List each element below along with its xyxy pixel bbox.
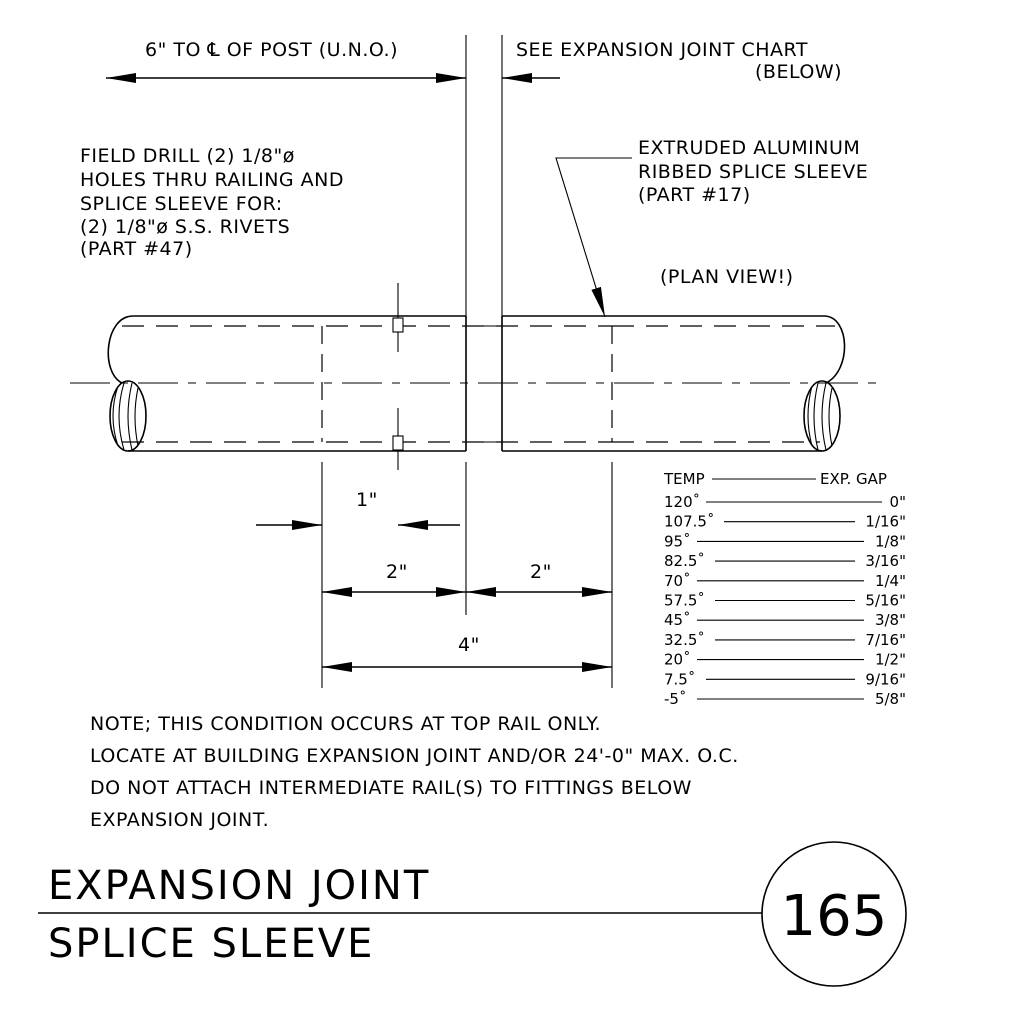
note-line: LOCATE AT BUILDING EXPANSION JOINT AND/O… xyxy=(90,745,739,767)
right-rail-top-edge xyxy=(502,315,846,384)
chart-header-temp: TEMP xyxy=(663,470,705,488)
chart-row-temp: 107.5˚ xyxy=(664,513,714,531)
chart-row-temp: 20˚ xyxy=(664,651,691,669)
chart-row-gap: 3/8" xyxy=(875,611,906,629)
sleeve-callout: EXTRUDED ALUMINUM RIBBED SPLICE SLEEVE (… xyxy=(555,137,868,318)
drill-callout-line: (2) 1/8"ø S.S. RIVETS xyxy=(80,216,290,238)
drill-callout: FIELD DRILL (2) 1/8"ø HOLES THRU RAILING… xyxy=(80,145,344,260)
detail-title-line-2: SPLICE SLEEVE xyxy=(48,921,374,967)
rivet-bottom xyxy=(392,435,404,451)
top-left-dimension-label: 6" TO ℄ OF POST (U.N.O.) xyxy=(145,39,398,61)
left-rail-break-section xyxy=(109,380,147,452)
railing-plan-view xyxy=(70,283,880,470)
right-rail-section-hatch xyxy=(807,382,833,451)
chart-row-gap: 7/16" xyxy=(865,631,906,649)
chart-row-gap: 1/4" xyxy=(875,572,906,590)
sleeve-callout-line: RIBBED SPLICE SLEEVE xyxy=(638,161,868,183)
detail-number: 165 xyxy=(781,884,888,949)
note-line: DO NOT ATTACH INTERMEDIATE RAIL(S) TO FI… xyxy=(90,777,692,799)
right-rail-break-section xyxy=(803,380,841,452)
top-right-dimension-label: SEE EXPANSION JOINT CHART xyxy=(516,39,808,61)
bottom-dimensions: 1" 2" 2" 4" xyxy=(256,462,613,688)
drill-callout-line: (PART #47) xyxy=(80,238,193,260)
title-block: EXPANSION JOINT SPLICE SLEEVE 165 xyxy=(38,841,907,987)
general-notes: NOTE; THIS CONDITION OCCURS AT TOP RAIL … xyxy=(90,713,739,831)
chart-row-temp: 82.5˚ xyxy=(664,552,705,570)
dimension-2in-left-label: 2" xyxy=(386,561,408,583)
chart-row-gap: 0" xyxy=(890,493,906,511)
chart-row-gap: 3/16" xyxy=(865,552,906,570)
drill-callout-line: SPLICE SLEEVE FOR: xyxy=(80,193,283,215)
dimension-4in-label: 4" xyxy=(458,634,480,656)
detail-number-bubble xyxy=(761,841,907,987)
chart-row-temp: 120˚ xyxy=(664,493,700,511)
dimension-1in-label: 1" xyxy=(356,489,378,511)
drill-callout-line: FIELD DRILL (2) 1/8"ø xyxy=(80,145,295,167)
expansion-joint-chart: TEMP EXP. GAP 120˚ 0" 107.5˚ 1/16" 95˚ 1/8" 82… xyxy=(663,470,906,708)
chart-row-temp: 70˚ xyxy=(664,572,691,590)
chart-header-gap: EXP. GAP xyxy=(820,470,887,488)
chart-row-gap: 5/16" xyxy=(865,592,906,610)
sleeve-callout-line: (PART #17) xyxy=(638,184,751,206)
chart-row-gap: 5/8" xyxy=(875,690,906,708)
note-line: EXPANSION JOINT. xyxy=(90,809,269,831)
note-line: NOTE; THIS CONDITION OCCURS AT TOP RAIL … xyxy=(90,713,601,735)
detail-title-line-1: EXPANSION JOINT xyxy=(48,863,430,909)
sleeve-callout-line: EXTRUDED ALUMINUM xyxy=(638,137,860,159)
chart-row-gap: 1/2" xyxy=(875,651,906,669)
rivet-top xyxy=(392,317,404,333)
chart-row-temp: 45˚ xyxy=(664,611,691,629)
chart-row-temp: 95˚ xyxy=(664,532,691,550)
chart-row-gap: 1/16" xyxy=(865,513,906,531)
top-right-dimension-sublabel: (BELOW) xyxy=(755,61,842,83)
left-rail-section-hatch xyxy=(112,382,139,451)
chart-row-temp: 32.5˚ xyxy=(664,631,705,649)
left-rail-top-edge xyxy=(107,315,466,384)
chart-row-gap: 1/8" xyxy=(875,532,906,550)
chart-row-temp: -5˚ xyxy=(664,690,686,708)
plan-view-label: (PLAN VIEW!) xyxy=(660,266,794,288)
sleeve-leader-arrow xyxy=(555,157,632,318)
drill-callout-line: HOLES THRU RAILING AND xyxy=(80,169,344,191)
dimension-2in-right-label: 2" xyxy=(530,561,552,583)
top-dimension: 6" TO ℄ OF POST (U.N.O.) SEE EXPANSION J… xyxy=(106,35,842,318)
chart-row-temp: 7.5˚ xyxy=(664,670,695,688)
chart-row-gap: 9/16" xyxy=(865,670,906,688)
chart-row-temp: 57.5˚ xyxy=(664,592,705,610)
